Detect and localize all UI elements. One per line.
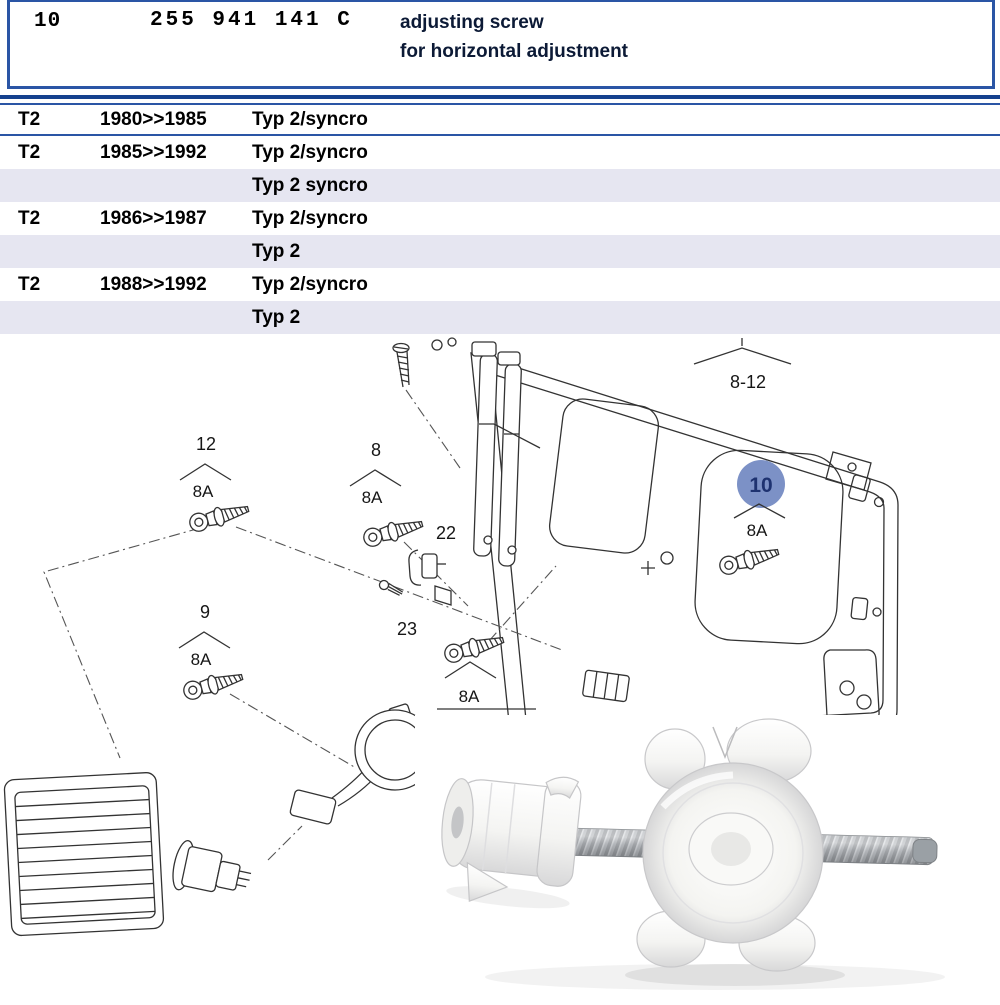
years-cell: [100, 235, 245, 268]
clip-22-icon: [408, 549, 446, 586]
callout-8a-mid[interactable]: 8A: [437, 661, 536, 710]
model-cell: T2: [18, 141, 41, 163]
callout-12[interactable]: 12 8A: [179, 434, 232, 501]
washer-icon: [447, 337, 457, 347]
model-cell: T2: [18, 207, 41, 229]
highlight-balloon[interactable]: [737, 460, 785, 508]
callout-22[interactable]: 22: [436, 523, 456, 543]
application-row[interactable]: T2 1986>>1987 Typ 2/syncro: [0, 202, 1000, 235]
callout-bracket: [733, 503, 786, 519]
application-row[interactable]: Typ 2: [0, 235, 1000, 268]
application-row[interactable]: T2 1980>>1985 Typ 2/syncro: [0, 103, 1000, 136]
callout-10[interactable]: 10 8A: [733, 460, 786, 540]
callout-8-sub-label: 8A: [362, 488, 383, 507]
mounting-panel: [470, 352, 899, 749]
screw-23-icon: [378, 579, 404, 596]
callout-8a-mid-label[interactable]: 8A: [459, 687, 480, 706]
application-row[interactable]: T2 1988>>1992 Typ 2/syncro: [0, 268, 1000, 301]
type-cell: Typ 2/syncro: [252, 108, 368, 130]
application-row[interactable]: T2 1985>>1992 Typ 2/syncro: [0, 136, 1000, 169]
callout-8[interactable]: 8 8A: [349, 440, 402, 507]
application-row[interactable]: Typ 2: [0, 301, 1000, 334]
years-cell: 1985>>1992: [100, 141, 207, 163]
callout-10-label[interactable]: 10: [749, 474, 772, 497]
years-cell: [100, 169, 245, 202]
bracket-22-icon: [434, 585, 452, 606]
callout-8-12-label[interactable]: 8-12: [730, 372, 766, 392]
callout-23[interactable]: 23: [397, 619, 417, 639]
bulb-socket-icon: [172, 840, 252, 893]
connector-block-icon: [582, 669, 630, 703]
callout-12-label[interactable]: 12: [196, 434, 216, 454]
mounting-struts: [471, 341, 541, 567]
applications-table: T2 1980>>1985 Typ 2/syncro T2 1985>>1992…: [0, 103, 1000, 334]
photo-adjuster-nut: [625, 718, 845, 986]
callout-bracket: [693, 347, 792, 365]
photo-pivot-bushing: [441, 776, 582, 909]
model-cell: [18, 301, 93, 334]
application-row[interactable]: Typ 2 syncro: [0, 169, 1000, 202]
callout-9[interactable]: 9 8A: [178, 602, 231, 669]
years-cell: 1988>>1992: [100, 273, 207, 295]
type-cell: Typ 2: [252, 306, 301, 328]
model-cell: T2: [18, 273, 41, 295]
part-description-line2: for horizontal adjustment: [400, 41, 628, 62]
callout-bracket: [444, 661, 497, 679]
callout-bracket: [349, 469, 402, 487]
model-cell: [18, 235, 93, 268]
callout-22-label[interactable]: 22: [436, 523, 456, 543]
type-cell: Typ 2 syncro: [252, 174, 368, 196]
part-detail-panel[interactable]: 10 255 941 141 C adjusting screw for hor…: [7, 0, 995, 89]
exploded-diagram: 8-12 12 8A 8 8A 9 8A 8A 22 23 10 8A: [3, 337, 899, 937]
type-cell: Typ 2/syncro: [252, 273, 368, 295]
part-description: adjusting screw for horizontal adjustmen…: [400, 8, 628, 66]
adjusting-screw-8a-icon: [442, 630, 507, 666]
callout-8-12[interactable]: 8-12: [693, 338, 792, 392]
type-cell: Typ 2/syncro: [252, 141, 368, 163]
callout-10-sub-label: 8A: [747, 521, 768, 540]
years-cell: 1980>>1985: [100, 108, 207, 130]
years-cell: [100, 301, 245, 334]
part-number: 255 941 141 C: [150, 9, 353, 32]
type-cell: Typ 2: [252, 240, 301, 262]
tapping-screw-icon: [392, 342, 410, 388]
part-description-line1: adjusting screw: [400, 12, 544, 33]
type-cell: Typ 2/syncro: [252, 207, 368, 229]
callout-8-label[interactable]: 8: [371, 440, 381, 460]
section-divider: [0, 95, 1000, 99]
part-position: 10: [34, 10, 62, 33]
callout-9-sub-label: 8A: [191, 650, 212, 669]
headlight-unit: [3, 772, 165, 937]
callout-9-label[interactable]: 9: [200, 602, 210, 622]
callout-12-sub-label: 8A: [193, 482, 214, 501]
photo-shadow: [485, 964, 945, 990]
model-cell: T2: [18, 108, 41, 130]
years-cell: 1986>>1987: [100, 207, 207, 229]
adjusting-screw-8-icon: [361, 514, 426, 550]
callout-bracket: [179, 463, 232, 481]
callout-23-label[interactable]: 23: [397, 619, 417, 639]
model-cell: [18, 169, 93, 202]
part-photo: [415, 715, 1000, 1000]
callout-bracket: [178, 631, 231, 649]
washer-icon: [431, 339, 443, 351]
